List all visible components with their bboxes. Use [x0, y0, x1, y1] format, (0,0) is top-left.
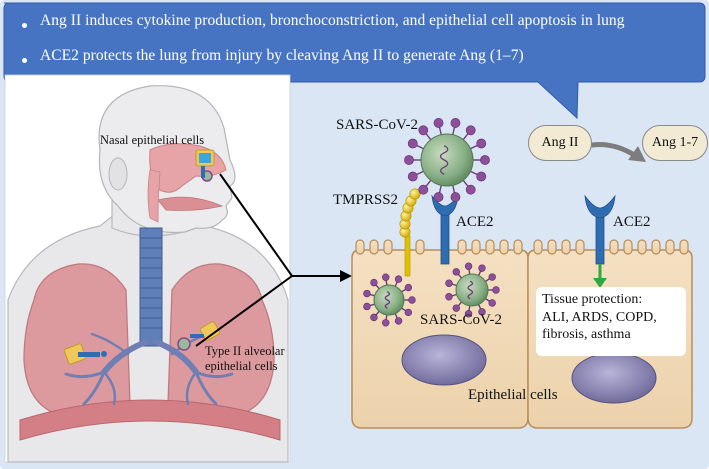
alveolar-marker-left	[63, 343, 107, 365]
callout-bullet-2	[22, 58, 27, 63]
type2-alveolar-label-1: Type II alveolar	[205, 344, 285, 358]
protection-arrow	[593, 264, 607, 288]
ace2-left-label: ACE2	[456, 214, 494, 230]
anatomy-panel	[4, 74, 291, 463]
callout-banner	[3, 2, 706, 120]
ace2-receptor-left	[431, 194, 459, 265]
connector-arrowhead	[340, 270, 352, 282]
ang-1-7-label: Ang 1-7	[651, 135, 699, 150]
virus-top	[404, 118, 490, 202]
callout-line-2: ACE2 protects the lung from injury by cl…	[40, 47, 524, 64]
virus-cell-right	[445, 262, 500, 318]
ang-ii-label: Ang II	[541, 135, 579, 150]
tmprss2-protein	[399, 188, 421, 277]
ang-ii-pill: Ang II	[528, 125, 592, 161]
tmprss2-label: TMPRSS2	[333, 192, 399, 208]
virus-cell-left	[363, 273, 416, 327]
ace2-receptor-right	[584, 194, 616, 265]
virus-layer	[363, 118, 500, 327]
tissue-protection-box: Tissue protection: ALI, ARDS, COPD, fibr…	[536, 287, 686, 356]
callout-line-1: Ang II induces cytokine production, bron…	[40, 12, 625, 29]
alveolar-marker-right	[177, 321, 221, 351]
protection-line-1: Tissue protection:	[542, 292, 643, 307]
nasal-epithelial-label: Nasal epithelial cells	[100, 133, 205, 147]
callout-bullet-1	[22, 23, 27, 28]
ace2-right-label: ACE2	[613, 214, 651, 230]
nasal-cell-marker	[195, 149, 215, 182]
connector-lines	[195, 173, 344, 347]
epithelial-cells-label: Epithelial cells	[468, 387, 558, 403]
ang-1-7-pill: Ang 1-7	[642, 125, 708, 161]
protection-line-2: ALI, ARDS, COPD,	[542, 309, 657, 325]
protection-line-3: fibrosis, asthma	[542, 327, 631, 342]
sars-cov-2-cell-label: SARS-CoV-2	[420, 312, 502, 328]
type2-alveolar-label-2: epithelial cells	[205, 359, 278, 373]
sars-cov-2-top-label: SARS-CoV-2	[336, 117, 418, 133]
